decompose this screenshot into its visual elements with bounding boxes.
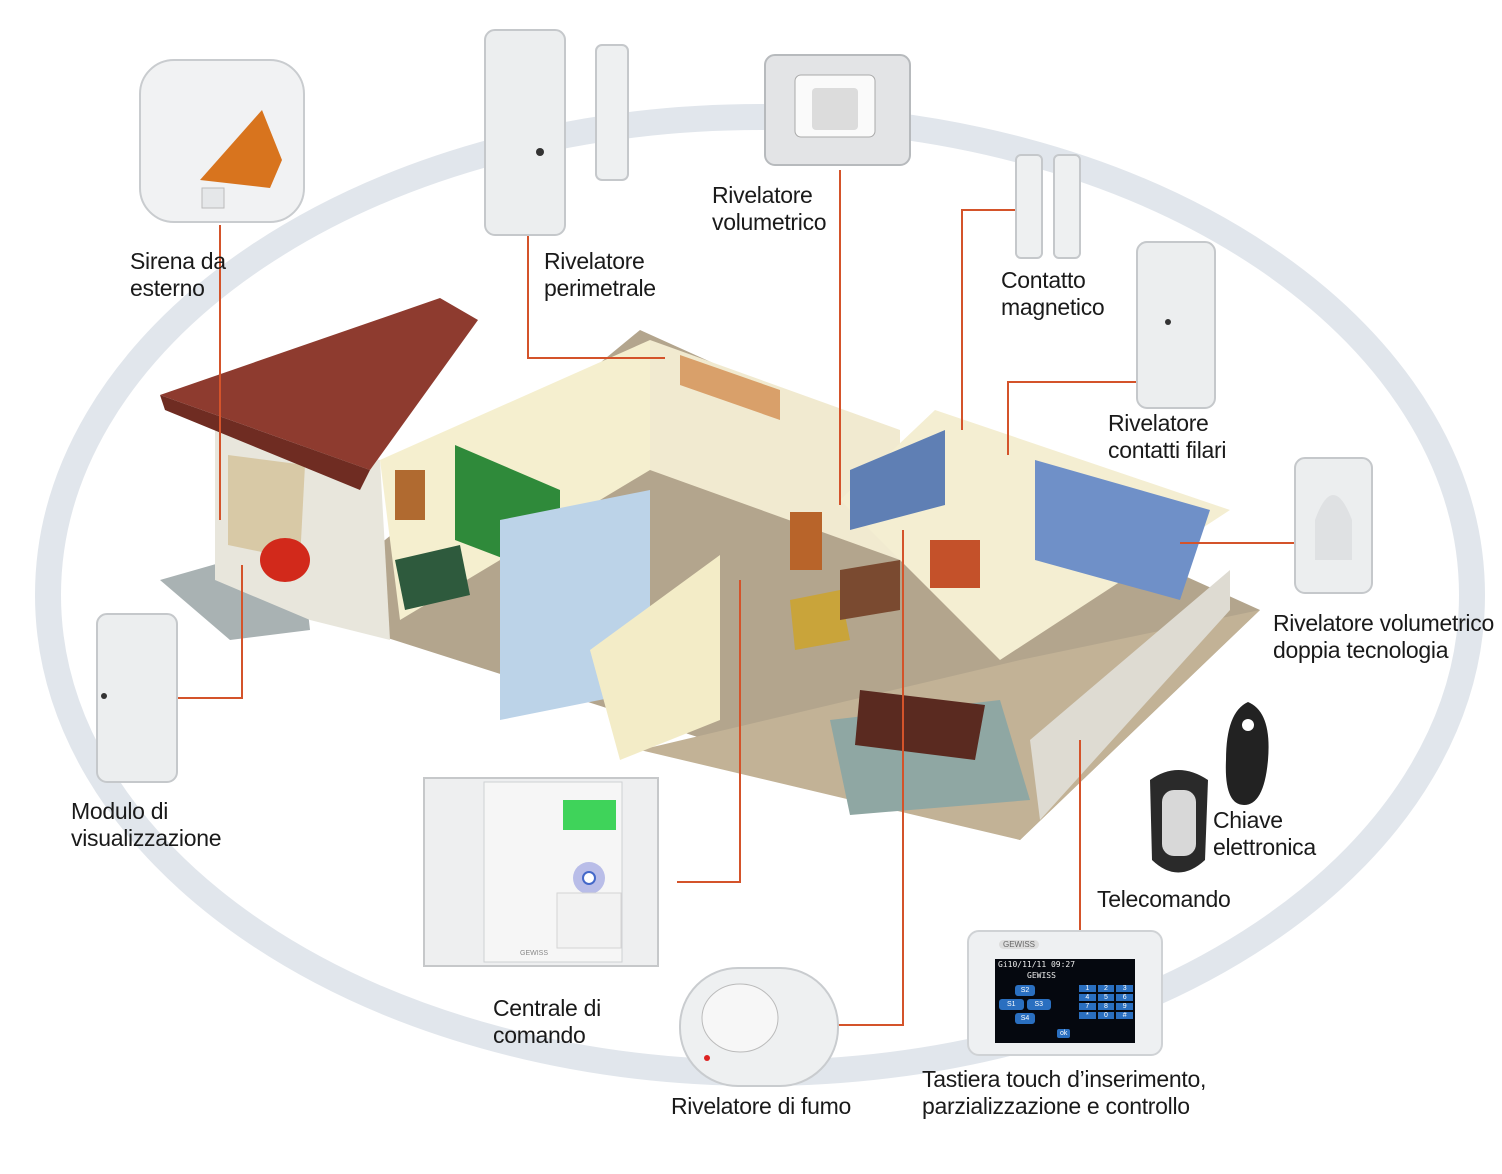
label-line: Contatto [1001,267,1086,293]
label-line: Rivelatore [712,182,813,208]
label-line: Tastiera touch d’inserimento, [922,1066,1207,1092]
digit-key[interactable]: 6 [1116,994,1133,1001]
label-line: perimetrale [544,275,656,301]
smoke-detector-device [679,967,839,1087]
volumetric-detector-device [764,54,911,166]
label-line: contatti filari [1108,437,1227,463]
scenario-key-s3[interactable]: S3 [1026,999,1051,1010]
digit-key[interactable]: 7 [1079,1003,1096,1010]
magnetic-contact-device [1015,154,1081,259]
digit-key[interactable]: 8 [1097,1003,1115,1010]
label-line: elettronica [1213,834,1316,860]
label-line: Rivelatore volumetrico [1273,610,1494,636]
label-line: Telecomando [1097,886,1231,912]
touch-keypad-device: GEWISS Gi10/11/11 09:27 GEWISS S2 S1 S3 … [967,930,1163,1056]
label-line: Rivelatore di fumo [671,1093,851,1119]
label-line: volumetrico [712,209,827,235]
label-line: esterno [130,275,205,301]
digit-key[interactable]: 2 [1097,985,1115,992]
leader-lines [177,170,1295,1026]
label-line: Rivelatore [1108,410,1209,436]
label-line: comando [493,1022,586,1048]
keypad-brand: GEWISS [999,940,1040,949]
label-line: parzializzazione e controllo [922,1093,1190,1119]
house-cutaway [160,298,1260,840]
label-line: magnetico [1001,294,1105,320]
control-panel-device [423,777,659,967]
digit-key[interactable]: 4 [1079,994,1096,1001]
label-smoke-detector: Rivelatore di fumo [671,1093,851,1120]
dual-tech-detector-device [1294,457,1373,594]
label-remote-control: Telecomando [1097,886,1231,913]
digit-key[interactable]: # [1116,1012,1133,1019]
ok-key[interactable]: ok [1057,1029,1071,1038]
label-line: Rivelatore [544,248,645,274]
scenario-key-s1[interactable]: S1 [999,999,1024,1010]
label-touch-keypad: Tastiera touch d’inserimento,parzializza… [922,1066,1206,1120]
digit-key[interactable]: * [1079,1012,1096,1019]
keypad-datetime: Gi10/11/11 09:27 [998,960,1076,969]
keypad-scenario-keys: S2 S1 S3 S4 [999,985,1051,1024]
digit-key[interactable]: 9 [1116,1003,1133,1010]
digit-key[interactable]: 1 [1079,985,1096,992]
digit-key[interactable]: 0 [1097,1012,1115,1019]
outdoor-siren-device [139,59,305,223]
keypad-name: GEWISS [1027,971,1056,980]
panel-brand: GEWISS [520,950,549,957]
display-module-device [96,613,178,783]
label-line: Chiave [1213,807,1283,833]
label-line: Centrale di [493,995,601,1021]
digit-key[interactable]: 5 [1097,994,1115,1001]
scenario-key-s2[interactable]: S2 [1014,985,1036,996]
wired-contacts-detector-device [1136,241,1216,409]
label-line: doppia tecnologia [1273,637,1449,663]
label-line: Modulo di [71,798,169,824]
scenario-key-s4[interactable]: S4 [1014,1013,1036,1024]
keypad-screen: Gi10/11/11 09:27 GEWISS S2 S1 S3 S4 ok 1… [995,959,1135,1043]
electronic-key-device [1225,702,1269,805]
label-line: Sirena da [130,248,226,274]
digit-key[interactable]: 3 [1116,985,1133,992]
perimeter-detector-device [484,29,629,236]
remote-control-device [1150,770,1208,873]
keypad-digits: 1 2 3 4 5 6 7 8 9 * 0 # [1079,985,1133,1019]
label-line: visualizzazione [71,825,222,851]
